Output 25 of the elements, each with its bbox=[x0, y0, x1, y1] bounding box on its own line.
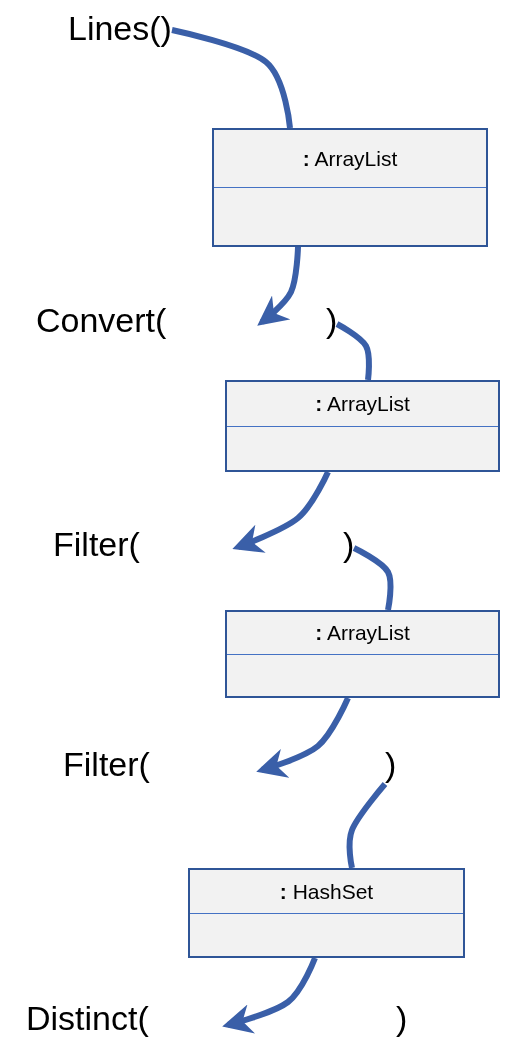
object-box bbox=[225, 610, 500, 698]
method-call-text: ) bbox=[396, 998, 408, 1038]
object-label: : ArrayList bbox=[315, 621, 410, 645]
object-box bbox=[225, 380, 500, 472]
object-label: : HashSet bbox=[279, 879, 374, 904]
method-call-text: Filter( bbox=[53, 524, 140, 564]
object-label: : ArrayList bbox=[302, 146, 398, 171]
object-box bbox=[188, 868, 465, 958]
object-label: : ArrayList bbox=[315, 392, 410, 416]
method-call-text: Convert( bbox=[36, 300, 167, 340]
method-call-text: Filter( bbox=[63, 744, 150, 784]
method-call-text: ) bbox=[385, 744, 397, 784]
curved-arrow bbox=[232, 470, 331, 553]
method-call-text: ) bbox=[326, 300, 338, 340]
method-call-text: Distinct( bbox=[26, 998, 149, 1038]
curved-arrow bbox=[222, 956, 318, 1034]
object-box bbox=[212, 128, 488, 247]
curved-connector bbox=[352, 545, 394, 611]
method-call-text: ) bbox=[343, 524, 355, 564]
curved-connector bbox=[335, 321, 372, 381]
curved-connector bbox=[346, 782, 388, 869]
curved-connector bbox=[171, 27, 293, 129]
method-call-text: Lines() bbox=[68, 8, 172, 48]
curved-arrow bbox=[256, 696, 351, 778]
curved-arrow bbox=[257, 246, 301, 326]
